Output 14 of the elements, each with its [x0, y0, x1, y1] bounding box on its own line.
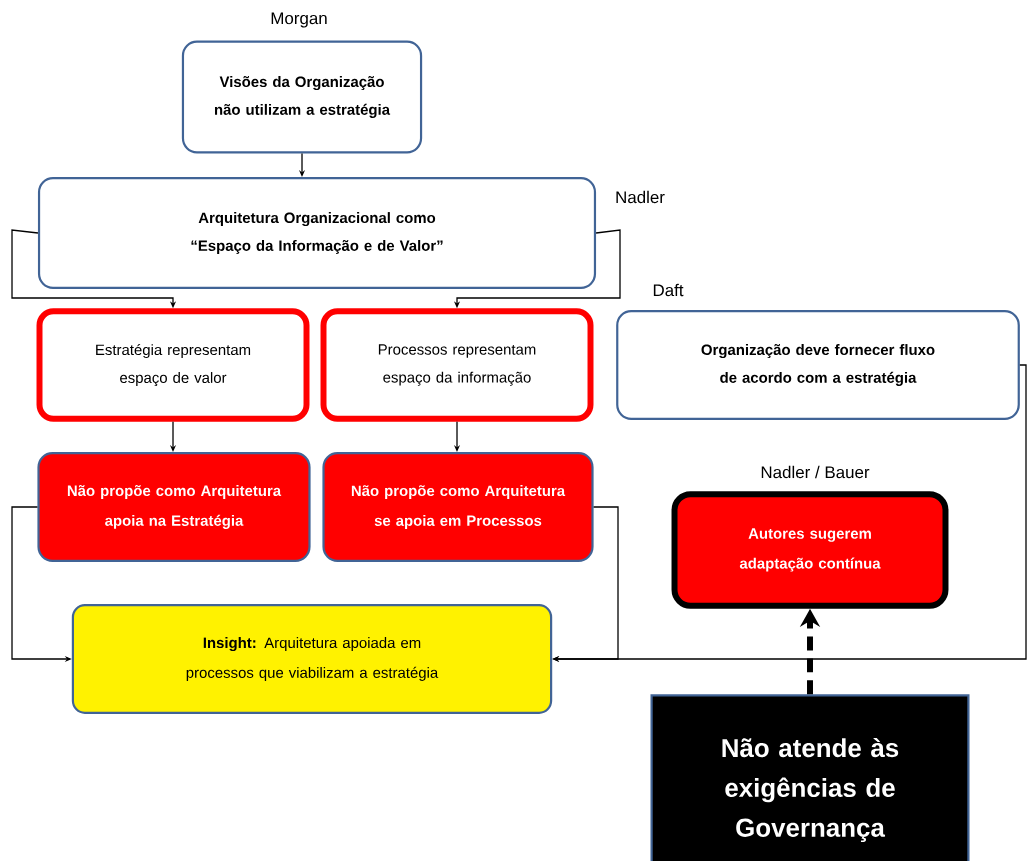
- process-box: Não propõe como Arquitetura se apoia em Processos: [322, 452, 594, 562]
- process-box: Processos representam espaço da informação: [320, 308, 594, 422]
- author-label: Nadler / Bauer: [761, 465, 870, 479]
- process-box: Visões da Organização não utilizam a estratégia: [181, 40, 423, 154]
- statement-box: Não atende às exigências de Governança: [650, 694, 970, 861]
- insight-box: Insight: Arquitetura apoiada em processos que viabilizam a estratégia: [71, 604, 553, 714]
- author-label: Daft: [653, 283, 684, 297]
- process-box: Autores sugerem adaptação contínua: [671, 491, 949, 609]
- process-box: Arquitetura Organizacional como “Espaço da Informação e de Valor”: [37, 177, 597, 289]
- process-box: Não propõe como Arquitetura apoia na Estratégia: [37, 452, 311, 562]
- author-label: Morgan: [271, 12, 327, 28]
- author-label: Nadler: [616, 190, 665, 204]
- process-box: Organização deve fornecer fluxo de acordo com a estratégia: [616, 310, 1020, 420]
- process-box: Estratégia representam espaço de valor: [36, 308, 310, 422]
